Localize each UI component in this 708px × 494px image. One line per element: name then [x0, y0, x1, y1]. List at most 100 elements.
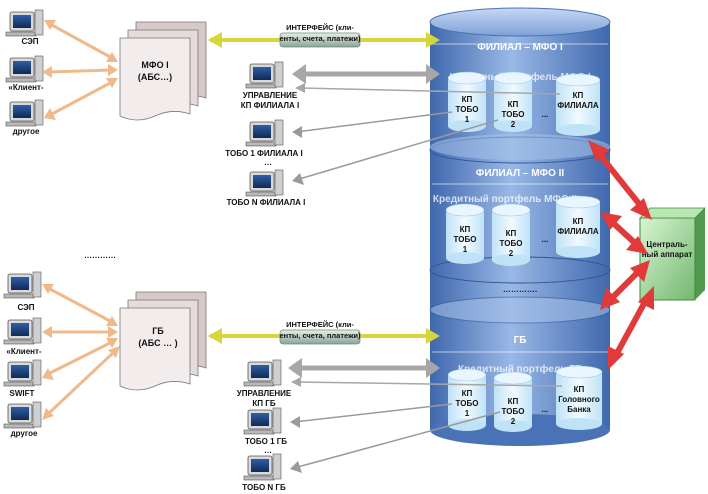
computer-icon	[245, 169, 284, 197]
db2-title: ФИЛИАЛ – МФО II	[476, 168, 565, 179]
red-arrows	[588, 140, 654, 370]
db-filial-mfo-1: ФИЛИАЛ – МФО I Кредитный портфель МФО I …	[432, 42, 608, 136]
db3-portfolio: Кредитный портфель ГБ	[458, 363, 582, 375]
top-tobo-n-label: ТОБО N ФИЛИАЛА I	[227, 198, 306, 207]
top-mgmt-label-1: УПРАВЛЕНИЕ	[243, 91, 298, 100]
top-interface-1: ИНТЕРФЕЙС (кли-	[286, 23, 354, 32]
db3-kp2-line3: 2	[511, 417, 516, 426]
bottom-tobo-1-label: ТОБО 1 ГБ	[245, 437, 287, 446]
computer-icon	[3, 271, 42, 299]
red-arrow-db2-central	[600, 212, 648, 254]
top-tobo-1-label: ТОБО 1 ФИЛИАЛА I	[225, 149, 302, 158]
db1-title: ФИЛИАЛ – МФО I	[477, 42, 563, 53]
db2-ellipsis: ...	[542, 235, 549, 244]
bottom-tobo-1-terminal: ТОБО 1 ГБ …	[243, 407, 287, 455]
db3-kp1-line1: КП	[462, 389, 473, 398]
bottom-terminal-3-label: SWIFT	[10, 389, 35, 398]
bottom-tobo-n-label: ТОБО N ГБ	[242, 483, 286, 492]
central-line1: Централь-	[646, 240, 687, 249]
db1-ellipsis: ...	[542, 110, 549, 119]
db1-kp1-line1: КП	[462, 95, 473, 104]
db2-kpf-line1: КП	[573, 217, 584, 226]
bottom-abs-document: ГБ (АБС … )	[119, 291, 207, 391]
top-mgmt-label-2: КП ФИЛИАЛА I	[241, 101, 300, 110]
computer-icon	[5, 9, 44, 37]
computer-icon	[243, 359, 282, 387]
db3-kp1-line2: ТОБО	[456, 399, 479, 408]
db1-kp2-line1: КП	[508, 100, 519, 109]
db2-kp1-line2: ТОБО	[454, 235, 477, 244]
db3-kp2-line2: ТОБО	[502, 407, 525, 416]
bottom-interface-1: ИНТЕРФЕЙС (кли-	[286, 320, 354, 329]
top-tobo-lines	[292, 111, 499, 185]
bottom-mgmt-terminal: УПРАВЛЕНИЕ КП ГБ	[237, 359, 292, 408]
red-arrow-stack-central	[600, 260, 650, 310]
db-gb: ГБ Кредитный портфель ГБ КП ТОБО 1 КП ТО…	[432, 335, 608, 432]
top-doc-label-1: МФО I	[141, 60, 168, 70]
bottom-terminal-4: другое	[3, 401, 42, 438]
db2-kp2-line2: ТОБО	[500, 239, 523, 248]
top-terminal-1: СЭП	[5, 9, 44, 46]
computer-icon	[243, 407, 282, 435]
top-gray-arrow	[292, 64, 561, 95]
db2-kp2-line3: 2	[509, 249, 514, 258]
db-stack-dots: ………….	[503, 285, 537, 294]
red-arrow-db3-central	[608, 286, 654, 370]
top-terminal-2-label: «Клиент-	[8, 83, 44, 92]
bottom-mgmt-label-1: УПРАВЛЕНИЕ	[237, 389, 292, 398]
top-abs-document: МФО I (АБС…)	[119, 21, 207, 121]
db1-kp1-line3: 1	[465, 115, 470, 124]
top-interface-2: енты, счета, платежи)	[280, 34, 362, 43]
bottom-interface-2: енты, счета, платежи)	[280, 331, 362, 340]
db1-kp2-line3: 2	[511, 120, 516, 129]
db2-kp1-line3: 1	[463, 245, 468, 254]
db3-kp2-line1: КП	[508, 397, 519, 406]
top-terminal-2: «Клиент-	[5, 55, 44, 92]
computer-icon	[243, 453, 282, 481]
computer-icon	[5, 99, 44, 127]
bottom-interface: ИНТЕРФЕЙС (кли- енты, счета, платежи)	[208, 320, 440, 345]
bottom-terminal-1-label: СЭП	[17, 303, 34, 312]
db3-title: ГБ	[514, 335, 527, 346]
bottom-gray-arrow	[288, 358, 563, 387]
computer-icon	[245, 61, 284, 89]
bottom-tobo-lines	[290, 403, 501, 473]
bottom-terminal-2-label: «Клиент-	[6, 347, 42, 356]
bottom-terminal-4-label: другое	[11, 429, 38, 438]
computer-icon	[3, 401, 42, 429]
top-orange-arrows	[42, 20, 118, 120]
db2-portfolio: Кредитный портфель МФО II	[433, 193, 577, 205]
computer-icon	[3, 317, 42, 345]
top-doc-label-2: (АБС…)	[138, 72, 172, 82]
top-tobo-dots: …	[264, 158, 272, 167]
computer-icon	[245, 119, 284, 147]
db1-kp1-line2: ТОБО	[456, 105, 479, 114]
central-line2: ный аппарат	[642, 250, 693, 259]
db1-kpf-line1: КП	[573, 91, 584, 100]
bottom-doc-label-1: ГБ	[152, 326, 164, 336]
top-mgmt-terminal: УПРАВЛЕНИЕ КП ФИЛИАЛА I	[241, 61, 300, 110]
db1-kpf-line2: ФИЛИАЛА	[557, 101, 598, 110]
db3-ellipsis: ...	[542, 405, 549, 414]
db2-kp2-line1: КП	[506, 229, 517, 238]
bottom-terminal-3: SWIFT	[3, 359, 42, 398]
computer-icon	[3, 359, 42, 387]
db3-kp1-line3: 1	[465, 409, 470, 418]
bottom-tobo-dots: …	[264, 446, 272, 455]
computer-icon	[5, 55, 44, 83]
top-tobo-n-terminal: ТОБО N ФИЛИАЛА I	[227, 169, 306, 207]
bottom-terminal-1: СЭП	[3, 271, 42, 312]
db2-kpf-line2: ФИЛИАЛА	[557, 227, 598, 236]
bottom-doc-label-2: (АБС … )	[138, 338, 177, 348]
section-separator: …………	[84, 251, 116, 260]
top-tobo-1-terminal: ТОБО 1 ФИЛИАЛА I …	[225, 119, 303, 167]
db3-kpf-line1: КП	[574, 385, 585, 394]
db3-kpf-line2: Головного	[558, 395, 600, 404]
db2-kp1-line1: КП	[460, 225, 471, 234]
bottom-tobo-n-terminal: ТОБО N ГБ	[242, 453, 286, 492]
db-filial-mfo-2: ФИЛИАЛ – МФО II Кредитный портфель МФО I…	[432, 168, 608, 266]
red-arrow-db1-central	[588, 140, 652, 220]
bottom-terminal-2: «Клиент-	[3, 317, 42, 356]
bottom-mgmt-label-2: КП ГБ	[252, 399, 275, 408]
